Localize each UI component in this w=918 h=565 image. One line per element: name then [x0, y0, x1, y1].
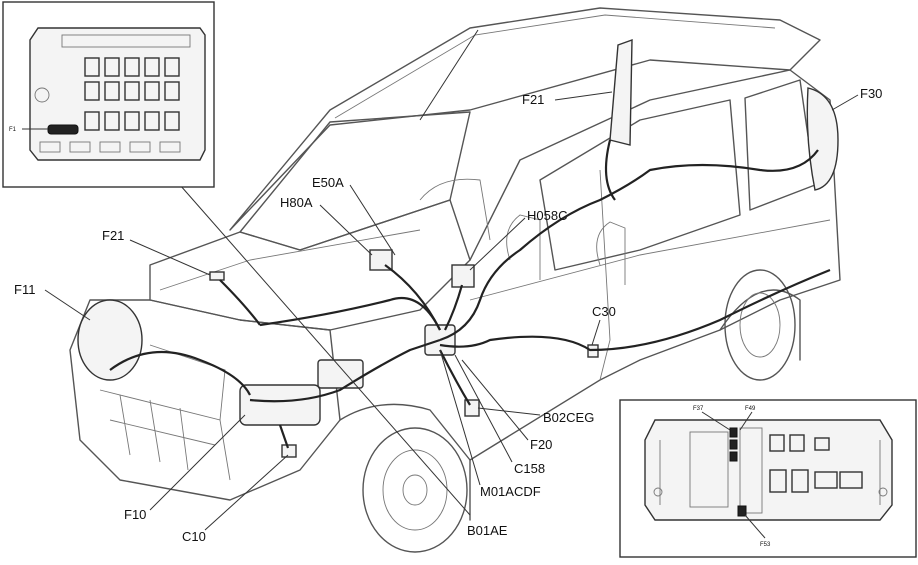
label-f20: F20	[530, 437, 552, 452]
inset-right-label-a: F37	[693, 406, 704, 412]
callout-labels: F11 F21 F10 C10 B01AE M01ACDF C158 F20 B…	[14, 86, 882, 544]
leader-lines	[44, 29, 859, 531]
label-e50a: E50A	[312, 175, 344, 190]
inset-right-label-c: F53	[760, 542, 771, 548]
lamp-f21-front	[209, 271, 225, 281]
fuse-box-front	[239, 384, 321, 426]
inset-fuse-box-left: F1	[2, 1, 215, 188]
label-b02ceg: B02CEG	[543, 410, 594, 425]
label-f11: F11	[14, 282, 35, 297]
inset-fuse-box-right: F37 F49 F53	[619, 399, 917, 558]
connector-h058c	[451, 264, 475, 288]
label-f30: F30	[860, 86, 882, 101]
fuse-grid-top	[84, 57, 180, 131]
fuse-f1-highlight	[47, 124, 79, 135]
label-f21-front: F21	[102, 228, 124, 243]
label-h80a: H80A	[280, 195, 313, 210]
connector-b02	[464, 399, 480, 417]
battery	[317, 359, 364, 389]
label-c30: C30	[592, 304, 616, 319]
inset-right-label-b: F49	[745, 406, 756, 412]
label-f10: F10	[124, 507, 146, 522]
wiring-harness	[109, 139, 831, 449]
inset-left-f1-label: F1	[9, 127, 17, 133]
label-f21-rear: F21	[522, 92, 544, 107]
label-h058c: H058C	[527, 208, 567, 223]
label-c10: C10	[182, 529, 206, 544]
label-m01acdf: M01ACDF	[480, 484, 541, 499]
label-c158: C158	[514, 461, 545, 476]
label-b01ae: B01AE	[467, 523, 508, 538]
connector-c10	[281, 444, 297, 458]
